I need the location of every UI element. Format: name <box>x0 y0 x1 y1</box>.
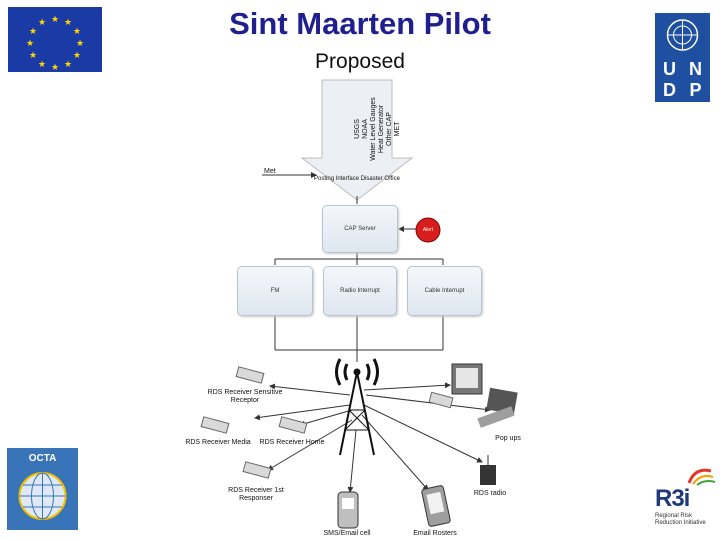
svg-text:★: ★ <box>51 62 59 72</box>
svg-text:★: ★ <box>76 38 84 48</box>
rds-receiver-home-icon <box>278 416 308 434</box>
rds-receiver-media-icon <box>200 416 230 434</box>
r3i-tagline: Regional Risk Reduction Initiative <box>655 513 706 526</box>
source-noaa: NOAA <box>362 119 369 139</box>
undp-letter-n: N <box>683 60 708 79</box>
svg-text:★: ★ <box>26 38 34 48</box>
svg-text:★: ★ <box>73 50 81 60</box>
octa-logo: OCTA <box>7 448 78 530</box>
router-icon <box>428 391 454 409</box>
page-title: Sint Maarten Pilot <box>229 6 491 41</box>
laptop-icon <box>477 387 518 428</box>
source-other-cap: Other CAP <box>386 112 393 146</box>
svg-text:★: ★ <box>38 17 46 27</box>
svg-text:★: ★ <box>51 14 59 24</box>
pop-ups-label: Pop ups <box>495 435 521 442</box>
svg-text:★: ★ <box>73 26 81 36</box>
globe-icon <box>18 472 67 520</box>
undp-logo: U N D P <box>655 13 710 102</box>
rds-receiver-sensitive-label: RDS Receiver Sensitive Receptor <box>207 389 283 404</box>
alert-button-label: Alert <box>422 227 434 233</box>
svg-text:★: ★ <box>29 50 37 60</box>
r3i-logo: R3i Regional Risk Reduction Initiative <box>655 465 717 535</box>
eu-flag-logo: ★★★ ★★★ ★★★ ★★★ <box>8 7 102 72</box>
rds-radio-label: RDS radio <box>473 490 507 497</box>
page-subtitle: Proposed <box>315 50 405 73</box>
email-rosters-label: Email Rosters <box>413 530 457 537</box>
met-label: Met <box>264 168 276 175</box>
rds-receiver-media-label: RDS Receiver Media <box>185 439 251 446</box>
fm-box: FM <box>237 266 313 316</box>
posting-interface-label: Posting Interface Disaster Office <box>314 176 400 182</box>
input-arrow-shape <box>300 79 414 201</box>
cable-interrupt-box: Cable Interrupt <box>407 266 482 316</box>
cap-server-box: CAP Server <box>322 205 398 253</box>
source-heat-generator: Heat Generator <box>378 104 385 154</box>
r3i-wordmark: R3i <box>655 485 690 512</box>
eu-stars-icon: ★★★ ★★★ ★★★ ★★★ <box>26 14 84 72</box>
undp-letter-d: D <box>657 81 682 100</box>
rds-receiver-responser-icon <box>242 461 272 479</box>
source-usgs: USGS <box>354 119 361 139</box>
rds-receiver-home-label: RDS Receiver Home <box>259 439 325 446</box>
svg-text:★: ★ <box>64 59 72 69</box>
rds-receiver-sensitive-icon <box>235 366 265 384</box>
desktop-monitor-icon <box>451 363 483 395</box>
sms-email-label: SMS/Email cell <box>323 530 371 537</box>
cell-phone-icon <box>337 491 359 529</box>
svg-text:★: ★ <box>38 59 46 69</box>
svg-text:★: ★ <box>29 26 37 36</box>
pda-icon <box>421 485 451 527</box>
un-emblem-icon <box>666 19 699 51</box>
rds-receiver-responser-label: RDS Receiver 1st Responser <box>228 487 284 502</box>
radio-interrupt-box: Radio Interrupt <box>323 266 397 316</box>
r3i-swirl-icon <box>687 468 716 486</box>
source-water-level-gauges: Water Level Gauges <box>370 97 377 161</box>
source-met: MET <box>394 121 401 137</box>
undp-letter-p: P <box>683 81 708 100</box>
radio-icon <box>480 455 496 485</box>
octa-label: OCTA <box>28 453 57 464</box>
svg-text:★: ★ <box>64 17 72 27</box>
alert-button-icon[interactable] <box>414 216 442 244</box>
undp-letter-u: U <box>657 60 682 79</box>
broadcast-tower-icon <box>335 358 379 456</box>
